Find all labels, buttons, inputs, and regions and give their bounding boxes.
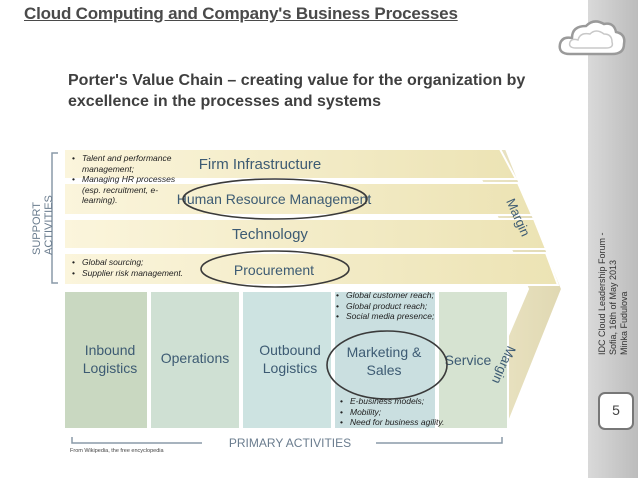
procurement-note: Supplier risk management. [72, 268, 222, 279]
ebusiness-note: Need for business agility. [340, 417, 490, 428]
label-marketing-2: Sales [366, 362, 401, 378]
slide-title: Cloud Computing and Company's Business P… [24, 4, 458, 23]
label-inbound-2: Logistics [83, 360, 137, 376]
side-note-line1: IDC Cloud Leadership Forum - [597, 232, 607, 355]
ebusiness-notes: E-business models; Mobility; Need for bu… [340, 396, 490, 428]
support-label-1: SUPPORT [31, 202, 43, 255]
label-marketing-1: Marketing & [347, 344, 422, 360]
slide-subtitle: Porter's Value Chain – creating value fo… [68, 72, 526, 110]
label-operations: Operations [161, 350, 229, 366]
label-technology: Technology [232, 226, 308, 243]
side-note: IDC Cloud Leadership Forum - Sofia, 16th… [596, 200, 636, 360]
cloud-icon [556, 14, 628, 62]
column-inbound [63, 290, 149, 430]
marketing-notes: Global customer reach; Global product re… [336, 290, 486, 322]
column-operations [149, 290, 241, 430]
label-outbound-2: Logistics [263, 360, 317, 376]
source-credit: From Wikipedia, the free encyclopedia [70, 448, 164, 454]
procurement-notes: Global sourcing; Supplier risk managemen… [72, 257, 222, 278]
label-outbound-1: Outbound [259, 342, 321, 358]
procurement-note: Global sourcing; [72, 257, 222, 268]
marketing-note: Global customer reach; [336, 290, 486, 301]
column-outbound [241, 290, 333, 430]
primary-label: PRIMARY ACTIVITIES [229, 436, 351, 450]
label-hr: Human Resource Management [177, 191, 372, 207]
marketing-note: Social media presence; [336, 311, 486, 322]
ebusiness-note: Mobility; [340, 407, 490, 418]
primary-bracket [71, 437, 503, 444]
label-firm-infrastructure: Firm Infrastructure [199, 156, 322, 173]
marketing-note: Global product reach; [336, 301, 486, 312]
label-inbound-1: Inbound [85, 342, 136, 358]
side-note-line3: Minka Fudulova [619, 291, 629, 355]
ebusiness-note: E-business models; [340, 396, 490, 407]
band-technology [63, 218, 548, 250]
page-number: 5 [598, 392, 634, 430]
hr-notes: Talent and performance management; Manag… [72, 153, 192, 206]
side-note-line2: Sofia, 16th of May 2013 [608, 260, 618, 355]
hr-note: Managing HR processes (esp. recruitment,… [72, 174, 192, 206]
support-bracket [51, 152, 58, 284]
label-service: Service [445, 352, 492, 368]
support-label-2: ACTIVITIES [43, 195, 55, 255]
label-procurement: Procurement [234, 262, 314, 278]
hr-note: Talent and performance management; [72, 153, 192, 174]
